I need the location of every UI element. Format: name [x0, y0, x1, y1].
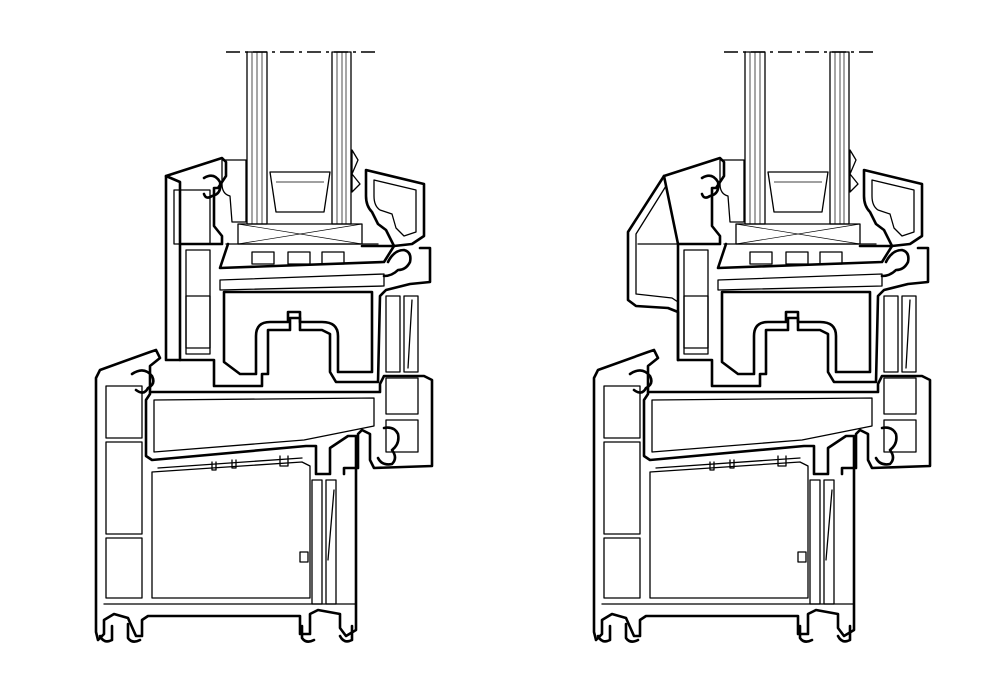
sash-outer-wall — [164, 174, 182, 362]
sash-outer-gasket — [700, 174, 720, 199]
sash-outer-chamber — [173, 189, 211, 245]
sash-outer-upper — [164, 156, 228, 246]
sash-outer-upper — [662, 156, 726, 246]
sash-bevel-inner — [635, 185, 679, 303]
section-left — [94, 50, 434, 643]
sash-outer-gasket — [202, 174, 222, 199]
section-right — [592, 50, 932, 643]
sash-bevel-wall — [626, 174, 680, 362]
